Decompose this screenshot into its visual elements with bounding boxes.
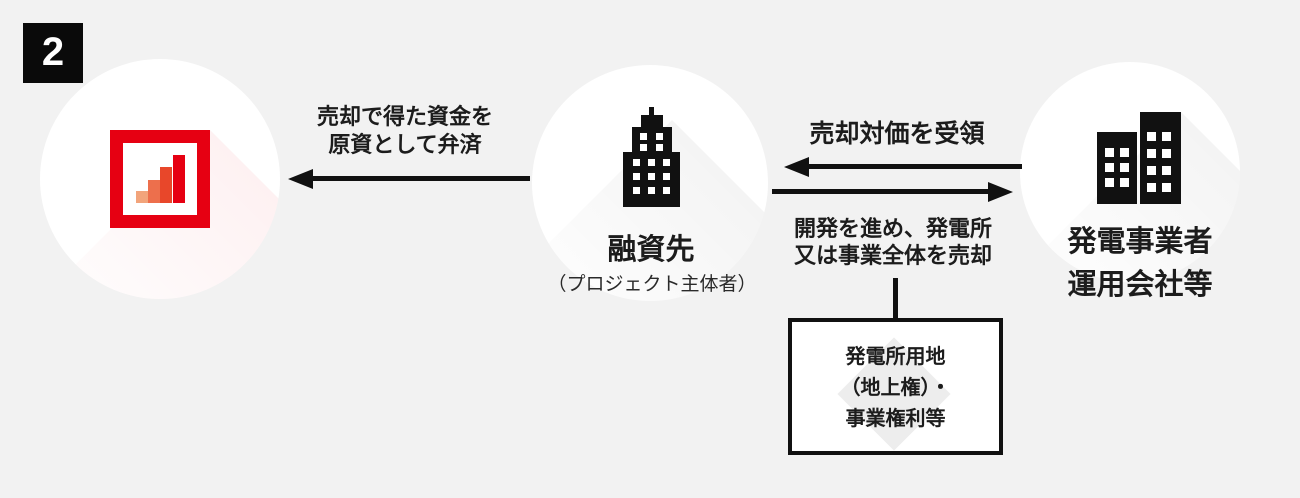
asset-box-line3: 事業権利等 bbox=[845, 408, 946, 430]
logo-bar-2 bbox=[148, 180, 160, 203]
borrower-title: 融資先 bbox=[607, 234, 695, 266]
repayment-arrow-shaft bbox=[308, 176, 530, 181]
operator-title: 発電事業者 運用会社等 bbox=[1030, 221, 1250, 307]
flow-develop-sell-label-line1: 開発を進め、発電所 bbox=[793, 216, 992, 241]
logo-bar-4 bbox=[173, 155, 185, 203]
flow-repayment-label-line1: 売却で得た資金を bbox=[316, 104, 493, 129]
asset-box-line1: 発電所用地 bbox=[845, 346, 946, 368]
asset-box: 発電所用地 （地上権）・ 事業権利等 bbox=[788, 318, 1003, 455]
flow-repayment-label: 売却で得た資金を 原資として弁済 bbox=[255, 103, 555, 159]
receive-payment-arrow-shaft bbox=[804, 164, 1022, 169]
logo-bar-3 bbox=[160, 167, 172, 203]
develop-sell-arrow-shaft bbox=[772, 189, 990, 194]
asset-box-line2: （地上権）・ bbox=[840, 377, 951, 399]
flow-repayment-label-line2: 原資として弁済 bbox=[328, 132, 482, 157]
bank-bar-chart-logo-icon bbox=[110, 130, 210, 228]
repayment-arrow-left-head-icon bbox=[288, 169, 313, 189]
step-number-badge: 2 bbox=[23, 23, 83, 83]
operator-title-line2: 運用会社等 bbox=[1067, 269, 1213, 301]
asset-box-connector-line bbox=[893, 278, 898, 318]
operator-title-line1: 発電事業者 bbox=[1067, 226, 1213, 258]
develop-sell-arrow-right-head-icon bbox=[988, 182, 1013, 202]
office-tower-icon bbox=[623, 107, 680, 207]
asset-box-text: 発電所用地 （地上権）・ 事業権利等 bbox=[792, 342, 999, 435]
flow-receive-payment-label: 売却対価を受領 bbox=[809, 120, 985, 148]
borrower-subtitle: （プロジェクト主体者） bbox=[547, 274, 757, 295]
flow-develop-sell-label-line2: 又は事業全体を売却 bbox=[793, 243, 992, 268]
step-number: 2 bbox=[41, 30, 65, 74]
office-buildings-icon bbox=[1097, 112, 1181, 204]
logo-bar-1 bbox=[136, 191, 148, 203]
receive-payment-arrow-left-head-icon bbox=[784, 157, 809, 177]
flow-develop-sell-label: 開発を進め、発電所 又は事業全体を売却 bbox=[743, 215, 1043, 269]
